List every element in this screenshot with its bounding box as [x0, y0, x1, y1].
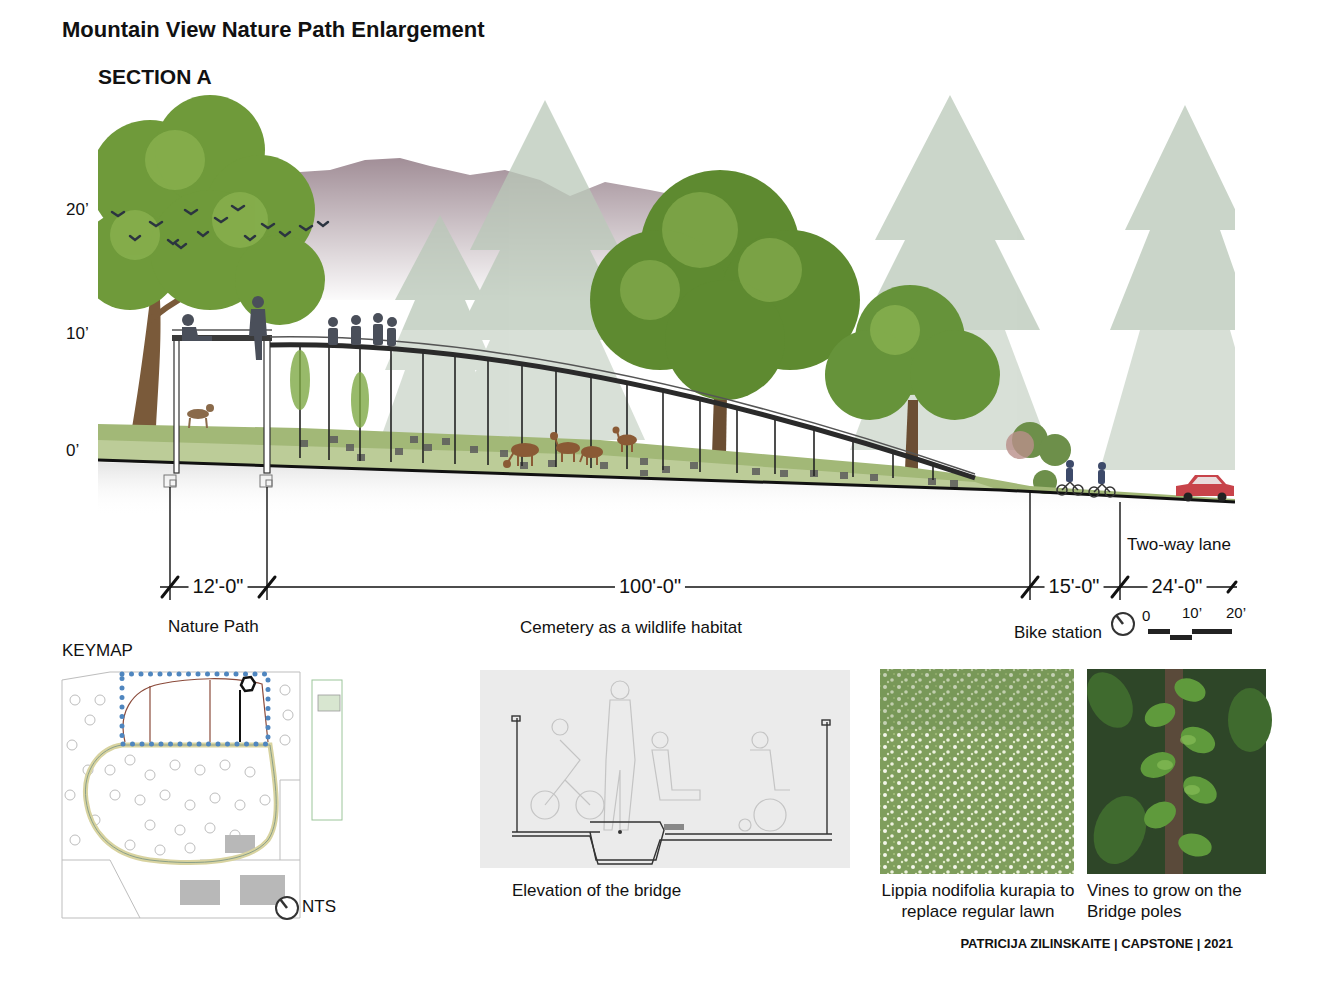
- zone-label: Cemetery as a wildlife habitat: [520, 618, 742, 638]
- page-title: Mountain View Nature Path Enlargement: [62, 17, 485, 43]
- north-arrow: [1112, 613, 1134, 635]
- lawn-photo-panel: Lippia nodifolia kurapia to replace regu…: [878, 668, 1078, 929]
- section-heading: SECTION A: [98, 64, 212, 89]
- height-mark: 20’: [66, 200, 89, 220]
- vine-photo: [1078, 664, 1272, 874]
- scale-number: 10’: [1182, 604, 1202, 622]
- dimension: 24'-0": [1148, 574, 1207, 598]
- zone-label: Nature Path: [168, 617, 259, 637]
- dimension: 100'-0": [615, 574, 685, 598]
- dimension-lines: [160, 487, 1237, 600]
- scale-bar: [1148, 629, 1232, 640]
- bridge-elevation-panel: Elevation of the bridge: [480, 668, 852, 907]
- scale-note: NTS: [302, 897, 336, 917]
- panel-caption: KEYMAP: [62, 640, 302, 661]
- panel-caption: Elevation of the bridge: [512, 880, 842, 901]
- dimension: 12'-0": [189, 574, 248, 598]
- keymap-drawing: [60, 668, 342, 919]
- scale-number: 0: [1142, 607, 1150, 625]
- panel-caption: Lippia nodifolia kurapia to replace regu…: [878, 880, 1078, 923]
- author-credit: PATRICIJA ZILINSKAITE | CAPSTONE | 2021: [960, 936, 1233, 952]
- zone-label: Two-way lane: [1127, 535, 1231, 555]
- keymap-panel: KEYMAP: [60, 640, 305, 667]
- scale-number: 20’: [1226, 604, 1246, 622]
- height-mark: 10’: [66, 324, 89, 344]
- section-scene: [98, 95, 1235, 515]
- vine-photo-panel: Vines to grow on the Bridge poles: [1085, 668, 1271, 929]
- panel-caption: Vines to grow on the Bridge poles: [1087, 880, 1271, 923]
- zone-label: Bike station: [1014, 623, 1102, 643]
- lawn-photo: [880, 669, 1074, 874]
- height-mark: 0’: [66, 441, 79, 461]
- dimension: 15'-0": [1045, 574, 1104, 598]
- bridge-elevation-drawing: [480, 670, 850, 868]
